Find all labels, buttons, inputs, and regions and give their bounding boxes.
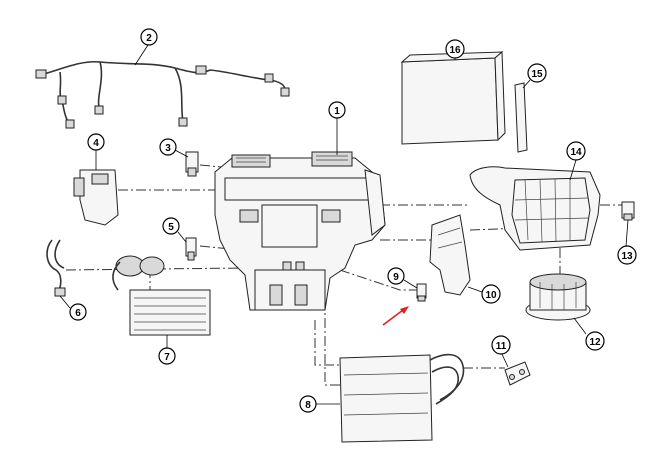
part-12-blower-motor — [525, 273, 591, 321]
callout-6: 6 — [69, 303, 87, 321]
callout-16: 16 — [445, 39, 465, 59]
callout-label: 13 — [621, 251, 633, 262]
callout-label: 16 — [449, 45, 461, 56]
part-10-duct — [429, 214, 471, 296]
wiring-harness — [35, 60, 290, 129]
part-4-actuator — [73, 169, 119, 226]
callout-1: 1 — [328, 101, 346, 119]
callout-label: 14 — [570, 147, 582, 158]
part-8-evaporator — [339, 353, 465, 443]
highlight-arrow — [382, 306, 409, 326]
callout-label: 2 — [146, 33, 152, 44]
callout-label: 4 — [93, 138, 99, 149]
callout-9: 9 — [387, 267, 405, 285]
callout-5: 5 — [162, 217, 180, 235]
callout-8: 8 — [299, 395, 317, 413]
part-15-filter-door — [514, 82, 528, 153]
hvac-housing — [214, 151, 386, 311]
part-11-expansion-valve — [504, 361, 531, 386]
callout-10: 10 — [481, 284, 501, 304]
part-6-heater-pipes — [46, 239, 66, 297]
callout-7: 7 — [158, 347, 176, 365]
part-14-blower-housing — [469, 166, 601, 251]
callout-13: 13 — [617, 245, 637, 265]
callout-4: 4 — [87, 133, 105, 151]
callout-14: 14 — [566, 141, 586, 161]
part-9-sensor — [416, 283, 427, 302]
callout-label: 3 — [165, 143, 171, 154]
callout-3: 3 — [159, 138, 177, 156]
callout-label: 7 — [164, 352, 170, 363]
part-3-sensor — [185, 151, 199, 177]
callout-label: 6 — [75, 308, 81, 319]
leader-lines — [59, 44, 629, 405]
callout-12: 12 — [585, 331, 605, 351]
part-13-connector — [621, 201, 635, 221]
callout-label: 9 — [393, 272, 399, 283]
callout-label: 8 — [305, 400, 311, 411]
callout-label: 1 — [334, 106, 340, 117]
callout-11: 11 — [491, 335, 511, 355]
callout-label: 11 — [496, 341, 507, 352]
callout-label: 10 — [485, 290, 497, 301]
callout-label: 12 — [589, 337, 601, 348]
callout-label: 5 — [168, 222, 174, 233]
part-7-heater-core — [112, 255, 211, 336]
callout-15: 15 — [527, 63, 547, 83]
part-16-filter — [400, 50, 506, 145]
callout-label: 15 — [531, 69, 543, 80]
callout-2: 2 — [140, 28, 158, 46]
part-5-sensor — [185, 237, 197, 261]
